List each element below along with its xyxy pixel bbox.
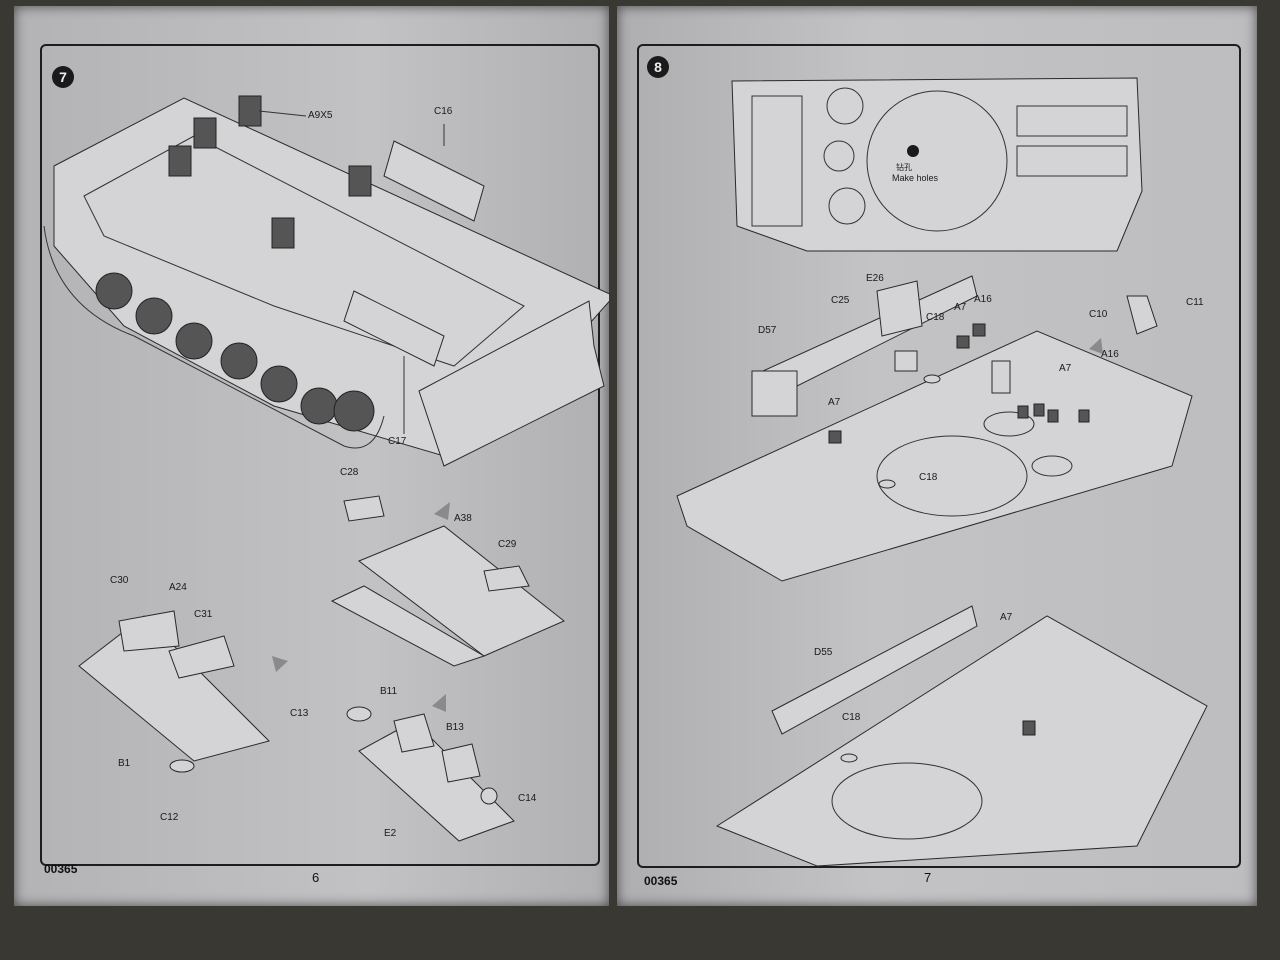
part-label-b11: B11 (380, 686, 398, 697)
part-label-a7-top: A7 (954, 302, 967, 313)
part-label-a38: A38 (454, 513, 472, 524)
page-number: 7 (924, 870, 932, 885)
part-label-d55: D55 (814, 647, 833, 658)
part-label-c18-lower: C18 (842, 712, 861, 723)
part-label-d57: D57 (758, 325, 777, 336)
left-assembly-drawing (43, 95, 609, 842)
part-label-e26: E26 (866, 273, 884, 284)
right-assembly-drawing (676, 77, 1208, 867)
part-label-c13: C13 (290, 708, 309, 719)
part-label-c29: C29 (498, 539, 517, 550)
part-label-a7-cluster: A7 (1059, 363, 1072, 374)
part-label-c31: C31 (194, 609, 213, 620)
part-label-c14: C14 (518, 793, 537, 804)
part-label-a16-top: A16 (974, 294, 992, 305)
part-label-c18-top: C18 (926, 312, 945, 323)
part-label-e2: E2 (384, 828, 397, 839)
seat-parts (168, 95, 372, 249)
step-number-badge: 7 (52, 66, 74, 88)
footer-product-code: 00365 (44, 862, 78, 876)
callout-chinese-text: 钻孔 (896, 163, 912, 172)
part-label-b13: B13 (446, 722, 464, 733)
part-label-c12: C12 (160, 812, 179, 823)
page-number: 6 (312, 870, 320, 885)
right-step-frame (637, 44, 1241, 868)
part-label-c28: C28 (340, 467, 359, 478)
left-page: 7 A9X5 C16 C17 C28 A38 C29 C30 A24 C31 B… (14, 6, 609, 906)
left-step-frame (40, 44, 600, 866)
part-label-a7-lower: A7 (1000, 612, 1013, 623)
part-label-c25: C25 (831, 295, 850, 306)
part-label-c16: C16 (434, 106, 453, 117)
part-label-c18-mid: C18 (919, 472, 938, 483)
step-number-badge: 8 (647, 56, 669, 78)
part-label-b1: B1 (118, 758, 131, 769)
part-label-a16-right: A16 (1101, 349, 1119, 360)
footer-product-code: 00365 (644, 874, 678, 888)
part-label-c10: C10 (1089, 309, 1108, 320)
part-label-c30: C30 (110, 575, 129, 586)
part-label-c17: C17 (388, 436, 407, 447)
part-label-a7-mid: A7 (828, 397, 841, 408)
part-label-c11: C11 (1186, 297, 1204, 308)
part-label-a24: A24 (169, 582, 187, 593)
right-page: 8 钻孔 Make holes E26 C25 A7 A16 C18 D57 A… (617, 6, 1257, 906)
callout-make-holes: Make holes (892, 173, 939, 183)
road-wheels (95, 272, 375, 432)
part-label-a9x5: A9X5 (308, 110, 333, 121)
